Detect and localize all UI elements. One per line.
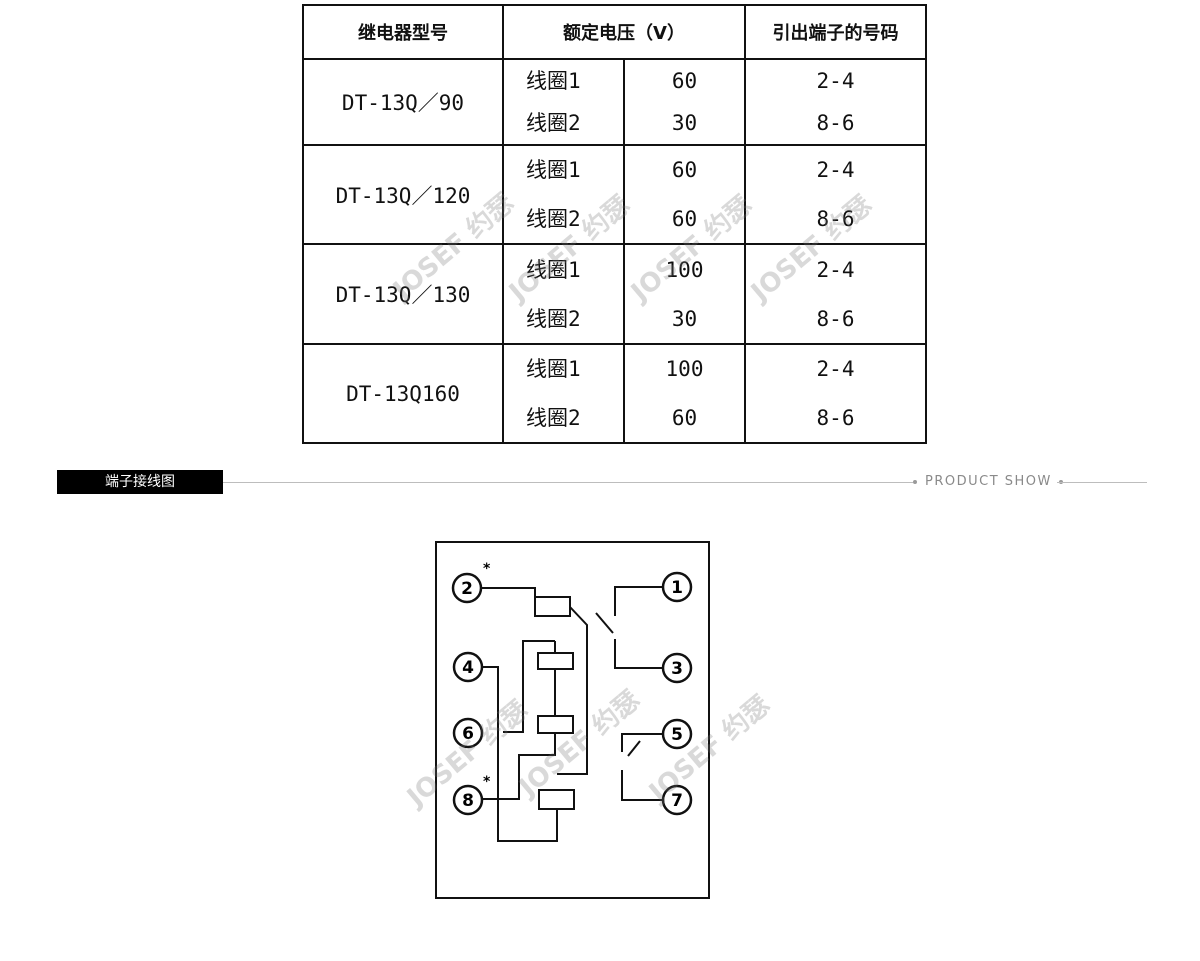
terminal-cell: 2-4 8-6 [744, 144, 927, 245]
coil-cell-value: 线圈1 [526, 357, 581, 382]
terminal-7-label: 7 [671, 791, 683, 811]
voltage-cell-value: 60 [671, 69, 698, 93]
divider-dot-left [913, 480, 917, 484]
model-cell: DT-13Q160 [302, 343, 504, 444]
wire-t3 [614, 639, 662, 669]
terminal-5-circle [661, 718, 693, 750]
terminal-wiring-diagram: 2 4 6 8 1 3 5 7 * * [435, 541, 711, 900]
spec-table-container: 继电器型号 额定电压（V） 引出端子的号码 DT-13Q／90 线圈1 线圈2 60 3… [302, 4, 927, 444]
section-header: 端子接线图 PRODUCT SHOW [57, 470, 1147, 494]
voltage-cell-value: 60 [671, 405, 698, 430]
terminal-cell-value: 8-6 [816, 206, 855, 231]
contact-1-3-blade [595, 612, 614, 634]
voltage-cell: 100 30 [623, 243, 746, 345]
voltage-cell-value: 30 [671, 306, 698, 331]
table-row: DT-13Q／90 线圈1 线圈2 60 30 2-4 8-6 [302, 58, 927, 146]
wiring-lines [481, 586, 662, 842]
terminal-4-label: 4 [462, 658, 474, 678]
wire-t8 [483, 733, 556, 800]
terminal-cell-value: 8-6 [816, 405, 855, 430]
terminal-3-label: 3 [671, 659, 683, 679]
terminal-2-circle [451, 572, 483, 604]
terminal-cell-value: 2-4 [816, 357, 855, 382]
voltage-cell-value: 100 [665, 257, 704, 282]
contact-5-7-blade [627, 740, 641, 757]
table-row: DT-13Q160 线圈1 线圈2 100 60 2-4 8-6 [302, 343, 927, 444]
terminal-cell: 2-4 8-6 [744, 343, 927, 444]
wire-t7 [621, 770, 662, 801]
coil-cell-value: 线圈2 [526, 111, 581, 135]
terminal-4-circle [452, 651, 484, 683]
terminal-cell-value: 8-6 [816, 306, 855, 331]
terminal-cell: 2-4 8-6 [744, 58, 927, 146]
wire-t4 [481, 666, 558, 842]
voltage-cell: 60 30 [623, 58, 746, 146]
voltage-cell-value: 100 [665, 357, 704, 382]
terminal-5-label: 5 [671, 725, 683, 745]
coil-b [537, 652, 574, 670]
coil-cell: 线圈1 线圈2 [502, 144, 625, 245]
header-terminal-numbers: 引出端子的号码 [744, 4, 927, 60]
voltage-cell: 100 60 [623, 343, 746, 444]
coil-cell: 线圈1 线圈2 [502, 58, 625, 146]
coil-c [537, 715, 574, 734]
terminal-cell-value: 2-4 [816, 257, 855, 282]
coil-cell-value: 线圈1 [526, 158, 581, 183]
wire-t6 [503, 640, 555, 733]
terminal-7-circle [661, 784, 693, 816]
voltage-cell-value: 60 [671, 206, 698, 231]
table-row: DT-13Q／130 线圈1 线圈2 100 30 2-4 8-6 [302, 243, 927, 345]
header-rated-voltage: 额定电压（V） [502, 4, 746, 60]
terminal-3-circle [661, 652, 693, 684]
polarity-mark-8: * [483, 774, 491, 790]
voltage-cell-value: 30 [671, 111, 698, 135]
section-title: 端子接线图 [57, 470, 223, 494]
coil-a [534, 596, 571, 617]
terminal-6-circle [452, 717, 484, 749]
voltage-cell-value: 60 [671, 158, 698, 183]
coil-cell-value: 线圈2 [526, 405, 581, 430]
section-subtitle: PRODUCT SHOW [925, 474, 1052, 489]
terminal-circles: 2 4 6 8 1 3 5 7 [451, 571, 693, 816]
model-cell: DT-13Q／120 [302, 144, 504, 245]
header-model: 继电器型号 [302, 4, 504, 60]
terminal-6-label: 6 [462, 724, 474, 744]
coil-cell-value: 线圈1 [526, 69, 581, 93]
voltage-cell: 60 60 [623, 144, 746, 245]
coil-d [538, 789, 575, 810]
terminal-cell: 2-4 8-6 [744, 243, 927, 345]
terminal-8-label: 8 [462, 791, 474, 811]
terminal-8-circle [452, 784, 484, 816]
terminal-cell-value: 2-4 [816, 158, 855, 183]
coil-cell-value: 线圈2 [526, 306, 581, 331]
terminal-2-label: 2 [461, 579, 473, 599]
section-divider-left [223, 482, 913, 483]
coil-cell-value: 线圈1 [526, 257, 581, 282]
wiring-diagram-svg: 2 4 6 8 1 3 5 7 * * [435, 541, 710, 899]
model-cell: DT-13Q／130 [302, 243, 504, 345]
coil-cell: 线圈1 线圈2 [502, 243, 625, 345]
section-divider-right [1057, 482, 1147, 483]
polarity-mark-2: * [483, 561, 491, 577]
relay-spec-table: 继电器型号 额定电压（V） 引出端子的号码 DT-13Q／90 线圈1 线圈2 60 3… [302, 4, 927, 444]
terminal-1-circle [661, 571, 693, 603]
terminal-cell-value: 2-4 [816, 69, 855, 93]
terminal-1-label: 1 [671, 578, 683, 598]
terminal-cell-value: 8-6 [816, 111, 855, 135]
table-header-row: 继电器型号 额定电压（V） 引出端子的号码 [302, 4, 927, 60]
wire-t2 [481, 587, 536, 597]
coils [534, 596, 575, 810]
coil-cell: 线圈1 线圈2 [502, 343, 625, 444]
wire-coil-a-right [557, 606, 588, 775]
model-cell: DT-13Q／90 [302, 58, 504, 146]
coil-cell-value: 线圈2 [526, 206, 581, 231]
wire-t5 [621, 733, 662, 752]
wire-t1 [614, 586, 662, 616]
table-row: DT-13Q／120 线圈1 线圈2 60 60 2-4 8-6 [302, 144, 927, 245]
